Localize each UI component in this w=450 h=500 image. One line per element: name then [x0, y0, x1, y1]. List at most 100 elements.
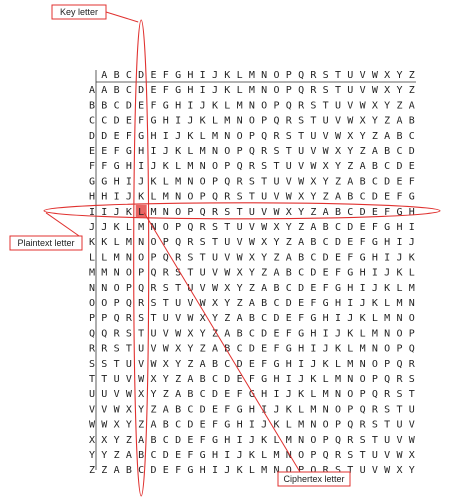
- tableau-cell: D: [163, 450, 169, 461]
- tableau-cell: J: [150, 161, 156, 172]
- tableau-cell: B: [249, 313, 255, 324]
- tableau-cell: F: [298, 313, 304, 324]
- tableau-cell: F: [163, 85, 169, 96]
- tableau-cell: J: [335, 328, 341, 339]
- tableau-cell: J: [200, 100, 206, 111]
- tableau-cell: O: [187, 192, 193, 203]
- tableau-cell: C: [249, 328, 255, 339]
- tableau-cell: H: [187, 85, 193, 96]
- column-header-letter: G: [175, 70, 181, 81]
- tableau-cell: G: [212, 435, 218, 446]
- tableau-cell: C: [310, 252, 316, 263]
- tableau-cell: N: [237, 116, 243, 127]
- tableau-cell: B: [175, 404, 181, 415]
- tableau-cell: U: [249, 207, 255, 218]
- tableau-cell: I: [224, 450, 230, 461]
- tableau-cell: O: [224, 146, 230, 157]
- tableau-cell: H: [261, 389, 267, 400]
- tableau-cell: Y: [298, 207, 304, 218]
- tableau-cell: D: [273, 313, 279, 324]
- tableau-cell: X: [101, 435, 107, 446]
- tableau-cell: X: [163, 359, 169, 370]
- tableau-cell: O: [163, 222, 169, 233]
- tableau-cell: Q: [175, 237, 181, 248]
- tableau-cell: V: [286, 176, 292, 187]
- key-letter-label: Key letter: [60, 7, 98, 17]
- tableau-cell: L: [187, 146, 193, 157]
- tableau-cell: Q: [286, 100, 292, 111]
- tableau-cell: P: [175, 222, 181, 233]
- tableau-cell: Y: [150, 389, 156, 400]
- tableau-cell: O: [360, 374, 366, 385]
- column-header-letter: J: [212, 70, 218, 81]
- tableau-cell: L: [384, 298, 390, 309]
- tableau-cell: A: [138, 435, 144, 446]
- tableau-cell: S: [298, 116, 304, 127]
- tableau-cell: V: [372, 465, 378, 476]
- tableau-cell: F: [126, 131, 132, 142]
- tableau-cell: F: [249, 374, 255, 385]
- tableau-cell: Y: [237, 283, 243, 294]
- tableau-cell: Y: [335, 161, 341, 172]
- tableau-cell: I: [150, 146, 156, 157]
- row-label-letter: V: [89, 404, 95, 415]
- tableau-cell: W: [360, 100, 367, 111]
- tableau-cell: M: [273, 450, 279, 461]
- tableau-cell: I: [273, 389, 279, 400]
- plaintext-row-ellipse: [43, 202, 441, 220]
- tableau-cell: V: [298, 161, 304, 172]
- tableau-cell: Z: [273, 252, 279, 263]
- tableau-cell: I: [138, 161, 144, 172]
- tableau-cell: Y: [163, 374, 169, 385]
- tableau-cell: Z: [126, 435, 132, 446]
- tableau-cell: J: [323, 344, 329, 355]
- tableau-cell: H: [114, 176, 120, 187]
- tableau-cell: L: [212, 116, 218, 127]
- tableau-cell: D: [409, 146, 415, 157]
- tableau-cell: U: [187, 283, 193, 294]
- tableau-cell: D: [126, 100, 132, 111]
- tableau-cell: W: [409, 435, 416, 446]
- tableau-cell: D: [200, 404, 206, 415]
- tableau-cell: K: [372, 298, 378, 309]
- tableau-cell: V: [187, 298, 193, 309]
- tableau-cell: R: [224, 192, 231, 203]
- tableau-cell: T: [163, 298, 169, 309]
- tableau-cell: L: [126, 222, 132, 233]
- tableau-cell: V: [323, 131, 329, 142]
- tableau-cell: K: [163, 161, 169, 172]
- row-label-letter: N: [89, 283, 95, 294]
- tableau-cell: J: [224, 465, 230, 476]
- tableau-cell: F: [286, 328, 292, 339]
- tableau-cell: E: [138, 100, 144, 111]
- tableau-cell: K: [273, 420, 279, 431]
- tableau-cell: E: [224, 389, 230, 400]
- tableau-cell: D: [249, 344, 255, 355]
- tableau-cell: I: [101, 207, 107, 218]
- tableau-cell: M: [101, 268, 107, 279]
- column-header-letter: B: [114, 70, 120, 81]
- tableau-cell: U: [114, 374, 120, 385]
- tableau-cell: D: [335, 237, 341, 248]
- row-label-letter: M: [89, 268, 95, 279]
- tableau-cell: S: [323, 85, 329, 96]
- tableau-cell: A: [249, 298, 255, 309]
- tableau-cell: K: [286, 404, 292, 415]
- tableau-cell: Y: [347, 146, 353, 157]
- tableau-cell: C: [273, 298, 279, 309]
- tableau-cell: J: [310, 359, 316, 370]
- tableau-cell: G: [323, 298, 329, 309]
- tableau-cell: B: [114, 85, 120, 96]
- tableau-cell: I: [335, 313, 341, 324]
- tableau-cell: G: [114, 161, 120, 172]
- tableau-cell: Q: [335, 435, 341, 446]
- tableau-cell: X: [212, 298, 218, 309]
- tableau-cell: L: [372, 313, 378, 324]
- tableau-cell: S: [273, 146, 279, 157]
- tableau-cell: N: [409, 298, 415, 309]
- column-header-letter: U: [347, 70, 353, 81]
- tableau-cell: H: [347, 283, 353, 294]
- tableau-cell: H: [150, 131, 156, 142]
- tableau-cell: Q: [384, 374, 390, 385]
- tableau-cell: V: [224, 252, 230, 263]
